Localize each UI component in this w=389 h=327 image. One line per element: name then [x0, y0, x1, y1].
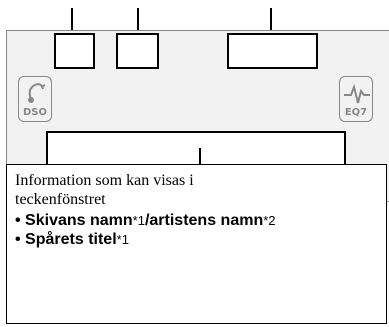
info-intro: Information som kan visas i teckenfönstr… [15, 172, 194, 208]
callout-box-3 [227, 33, 318, 69]
music-note-icon [28, 83, 46, 103]
leader-line-2 [137, 8, 139, 35]
leader-line-1 [71, 8, 73, 35]
callout-box-2 [116, 33, 159, 69]
info-item-1: • Skivans namn*1/artistens namn*2 [15, 212, 276, 229]
info-item-2: • Spårets titel*1 [15, 231, 129, 248]
leader-line-3 [270, 8, 272, 35]
eq7-icon: EQ7 [339, 76, 373, 122]
info-box: Information som kan visas i teckenfönstr… [6, 164, 387, 324]
waveform-icon [344, 83, 370, 104]
callout-box-1 [54, 33, 95, 69]
dso-icon: DSO [18, 76, 52, 122]
leader-line-4 [199, 148, 201, 166]
